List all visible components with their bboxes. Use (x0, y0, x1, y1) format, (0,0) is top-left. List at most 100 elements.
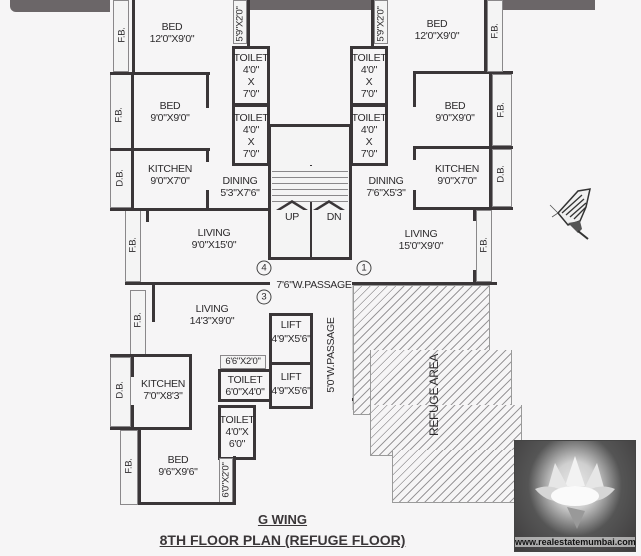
wall (473, 270, 476, 284)
flower-bed-label: F.B. (132, 312, 144, 328)
main-passage-label: 7'6"W.PASSAGE (276, 279, 352, 291)
stairs-up-label: UP (285, 211, 299, 223)
up-arrow-icon (276, 200, 308, 211)
wall (146, 210, 149, 222)
wall (110, 208, 270, 211)
wall (413, 146, 513, 149)
wall (413, 71, 513, 74)
duct-label: 5'9"X2'0" (234, 6, 246, 42)
floor-plan-title: 8TH FLOOR PLAN (REFUGE FLOOR) (159, 532, 406, 548)
wall (131, 357, 134, 377)
flower-bed-label: F.B. (116, 27, 128, 43)
stairs-down-label: DN (326, 211, 342, 223)
wall (206, 72, 209, 108)
watermark-url: www.realestatemumbai.com (515, 537, 636, 547)
dry-balcony-label: D.B. (114, 169, 126, 187)
flower-bed (120, 430, 138, 505)
wall (152, 284, 155, 322)
top-cropped-band (485, 0, 595, 10)
top-cropped-band (250, 0, 372, 10)
wall (413, 71, 416, 107)
wall (310, 165, 312, 258)
flower-bed-label: F.B. (495, 102, 507, 118)
lift-shaft (269, 313, 313, 365)
top-cropped-band (10, 0, 110, 12)
wall (110, 354, 192, 357)
flower-bed (492, 74, 512, 146)
toilet-label: TOILET 4'0" X 7'0" (351, 112, 387, 160)
wall (189, 354, 192, 429)
toilet-box (218, 405, 256, 460)
wall (125, 282, 270, 285)
dry-balcony-label: D.B. (114, 381, 126, 399)
duct-box (492, 149, 512, 207)
wall (413, 190, 416, 210)
flower-bed-label: F.B. (127, 237, 139, 253)
flat-number-1: 1 (356, 260, 372, 276)
lift-shaft (269, 365, 313, 409)
toilet-label: TOILET 4'0" X 7'0" (233, 52, 269, 100)
wall (110, 427, 192, 430)
flower-bed-label: F.B. (113, 107, 125, 123)
flower-bed-label: F.B. (123, 458, 135, 474)
duct-label: 6'0"X2'0" (220, 462, 232, 498)
down-arrow-icon (313, 200, 345, 211)
duct-box (374, 0, 388, 44)
refuge-hatch (392, 450, 522, 503)
wall (247, 0, 250, 46)
wall (131, 75, 134, 210)
flower-bed (113, 0, 129, 72)
wall (484, 0, 487, 72)
wall (206, 190, 209, 210)
wall (233, 456, 236, 504)
wall (131, 405, 134, 440)
duct-label: 5'9"X2'0" (375, 6, 387, 42)
side-passage-label: 5'0"W.PASSAGE (325, 317, 337, 393)
wall (110, 72, 210, 75)
flower-bed-label: F.B. (478, 237, 490, 253)
wall (206, 148, 209, 162)
refuge-hatch (370, 405, 522, 456)
refuge-area-label: REFUGE AREA (427, 353, 441, 437)
duct-label: 6'6"X2'0" (225, 356, 261, 367)
flower-bed (476, 210, 492, 282)
flower-bed-label: F.B. (489, 23, 501, 39)
wall (110, 148, 210, 151)
wall (138, 502, 236, 505)
duct-box (110, 357, 131, 427)
wall (489, 74, 492, 209)
wall (371, 0, 374, 46)
wall (473, 207, 476, 221)
toilet-label: TOILET 4'0" X 7'0" (233, 112, 269, 160)
flower-bed (487, 0, 503, 72)
toilet-box (350, 46, 388, 106)
flat-number-3: 3 (256, 289, 272, 305)
flat-number-4: 4 (256, 260, 272, 276)
refuge-hatch (370, 350, 512, 411)
duct-box (233, 0, 247, 44)
wall (138, 430, 141, 505)
wall (413, 146, 416, 160)
toilet-label: TOILET 4'0" X 7'0" (351, 52, 387, 100)
wall (352, 282, 497, 285)
duct-box (220, 355, 266, 369)
dry-balcony-label: D.B. (495, 165, 507, 183)
toilet-box (232, 46, 270, 106)
butterfly-icon (549, 188, 591, 240)
wall (413, 207, 513, 210)
wall (132, 0, 135, 72)
